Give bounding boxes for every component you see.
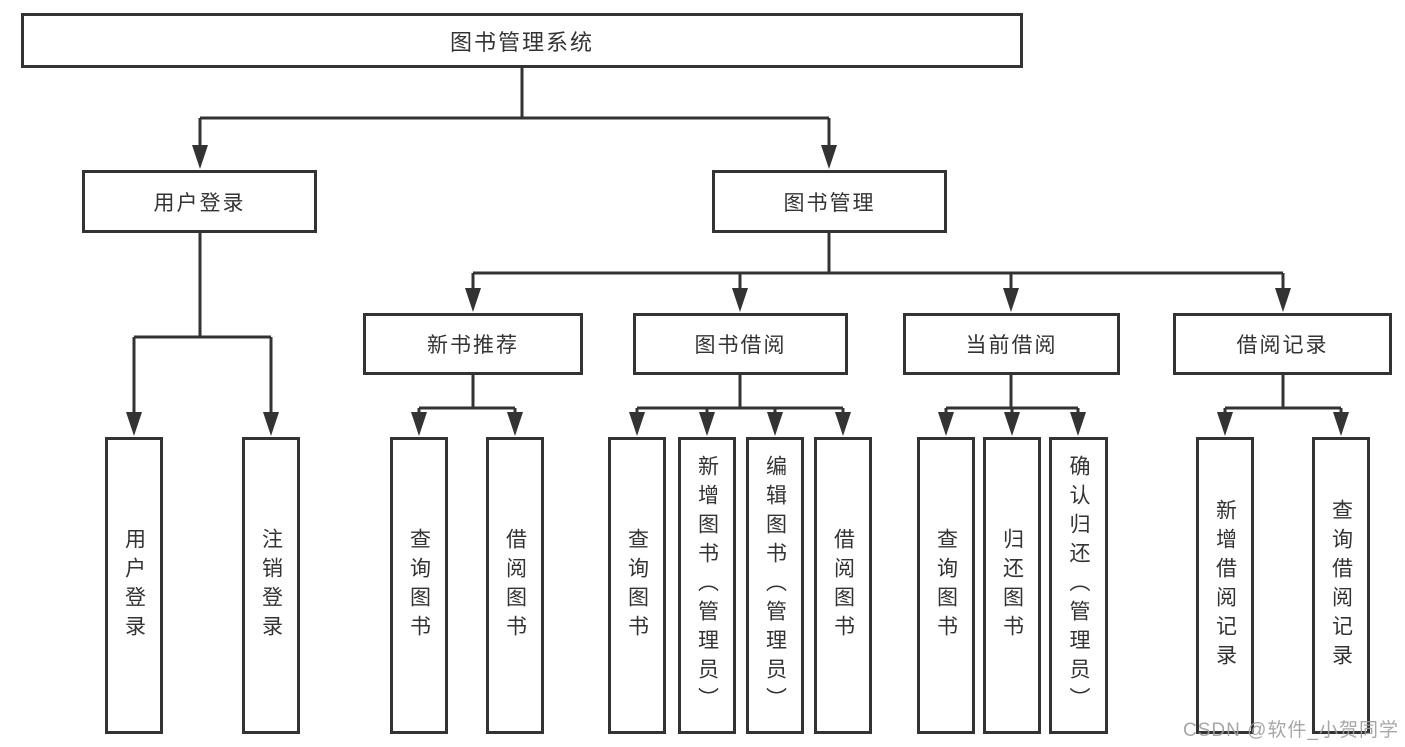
leaf-recommend-borrow-book-label: 借阅图书 — [503, 527, 527, 644]
node-root: 图书管理系统 — [21, 13, 1023, 68]
leaf-logout-label: 注销登录 — [259, 527, 283, 644]
leaf-borrowing-add-book-admin-label: 新增图书（管理员） — [695, 455, 719, 716]
leaf-recommend-query-book: 查询图书 — [390, 437, 448, 734]
leaf-borrowing-add-book-admin: 新增图书（管理员） — [678, 437, 736, 734]
leaf-current-confirm-return-admin-label: 确认归还（管理员） — [1067, 455, 1090, 716]
leaf-logout: 注销登录 — [242, 437, 300, 734]
leaf-current-confirm-return-admin: 确认归还（管理员） — [1049, 437, 1108, 734]
leaf-borrowing-edit-book-admin: 编辑图书（管理员） — [746, 437, 804, 734]
leaf-recommend-query-book-label: 查询图书 — [407, 527, 431, 644]
node-current-borrowing: 当前借阅 — [903, 313, 1120, 375]
leaf-records-add-record-label: 新增借阅记录 — [1213, 498, 1237, 673]
leaf-user-login: 用户登录 — [105, 437, 163, 734]
leaf-current-query-book: 查询图书 — [917, 437, 975, 734]
leaf-borrowing-query-book: 查询图书 — [608, 437, 666, 734]
leaf-borrowing-borrow-book-label: 借阅图书 — [831, 527, 855, 644]
leaf-records-add-record: 新增借阅记录 — [1196, 437, 1254, 734]
leaf-borrowing-edit-book-admin-label: 编辑图书（管理员） — [763, 455, 787, 716]
leaf-recommend-borrow-book: 借阅图书 — [486, 437, 544, 734]
leaf-current-query-book-label: 查询图书 — [934, 527, 958, 644]
leaf-borrowing-query-book-label: 查询图书 — [625, 527, 649, 644]
leaf-current-return-book-label: 归还图书 — [1000, 527, 1024, 644]
leaf-user-login-label: 用户登录 — [122, 527, 146, 644]
leaf-records-query-record: 查询借阅记录 — [1312, 437, 1370, 734]
node-borrowing-records: 借阅记录 — [1173, 313, 1392, 375]
node-new-book-recommend: 新书推荐 — [363, 313, 583, 375]
node-user-login: 用户登录 — [82, 170, 317, 233]
csdn-watermark: CSDN @软件_小贺同学 — [1183, 720, 1399, 741]
leaf-records-query-record-label: 查询借阅记录 — [1329, 498, 1353, 673]
leaf-current-return-book: 归还图书 — [983, 437, 1041, 734]
node-book-borrowing: 图书借阅 — [633, 313, 848, 375]
leaf-borrowing-borrow-book: 借阅图书 — [814, 437, 872, 734]
node-book-management: 图书管理 — [712, 170, 947, 233]
